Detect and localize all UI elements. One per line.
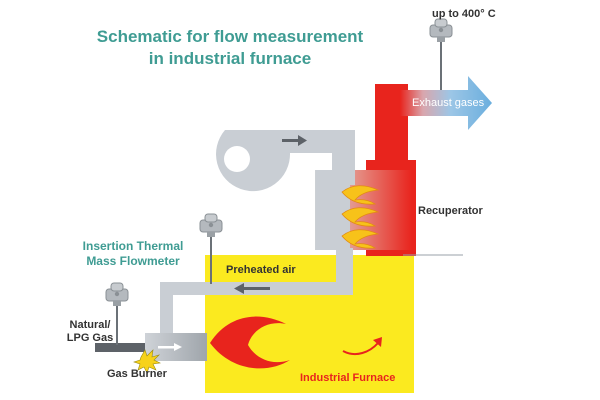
- fan-blower: [216, 130, 355, 192]
- diagram-title-line1: Schematic for flow measurement: [96, 27, 364, 46]
- diagram-title-line2: in industrial furnace: [148, 49, 312, 68]
- flow-arrow-icon: [282, 135, 307, 146]
- furnace-label: Industrial Furnace: [300, 372, 396, 384]
- thermal-sensor-icon: [429, 18, 453, 90]
- flowmeter-label-line1: Insertion Thermal: [82, 239, 184, 253]
- preheated-air-label: Preheated air: [226, 264, 296, 276]
- thermal-sensor-icon: [199, 213, 223, 284]
- gas-burner-label: Gas Burner: [107, 368, 167, 380]
- flow-arrow-icon: [158, 343, 182, 351]
- fan-icon: [224, 146, 250, 172]
- spark-icon: [133, 349, 161, 374]
- gas-pipe: [95, 343, 145, 352]
- fuel-label-line1: Natural/: [69, 319, 111, 331]
- flame-icon: [341, 185, 380, 249]
- exhaust-arrow: [400, 76, 492, 130]
- circulation-arrow-icon: [342, 337, 382, 355]
- recuperator-label: Recuperator: [418, 205, 483, 217]
- flame-icon: [210, 316, 290, 369]
- exhaust-label: Exhaust gases: [412, 97, 485, 109]
- fuel-label-line2: LPG Gas: [66, 332, 114, 344]
- temperature-label: up to 400° C: [432, 8, 496, 20]
- flow-arrow-icon: [234, 283, 270, 294]
- flowmeter-label-line2: Mass Flowmeter: [86, 254, 180, 268]
- thermal-sensor-icon: [105, 282, 129, 345]
